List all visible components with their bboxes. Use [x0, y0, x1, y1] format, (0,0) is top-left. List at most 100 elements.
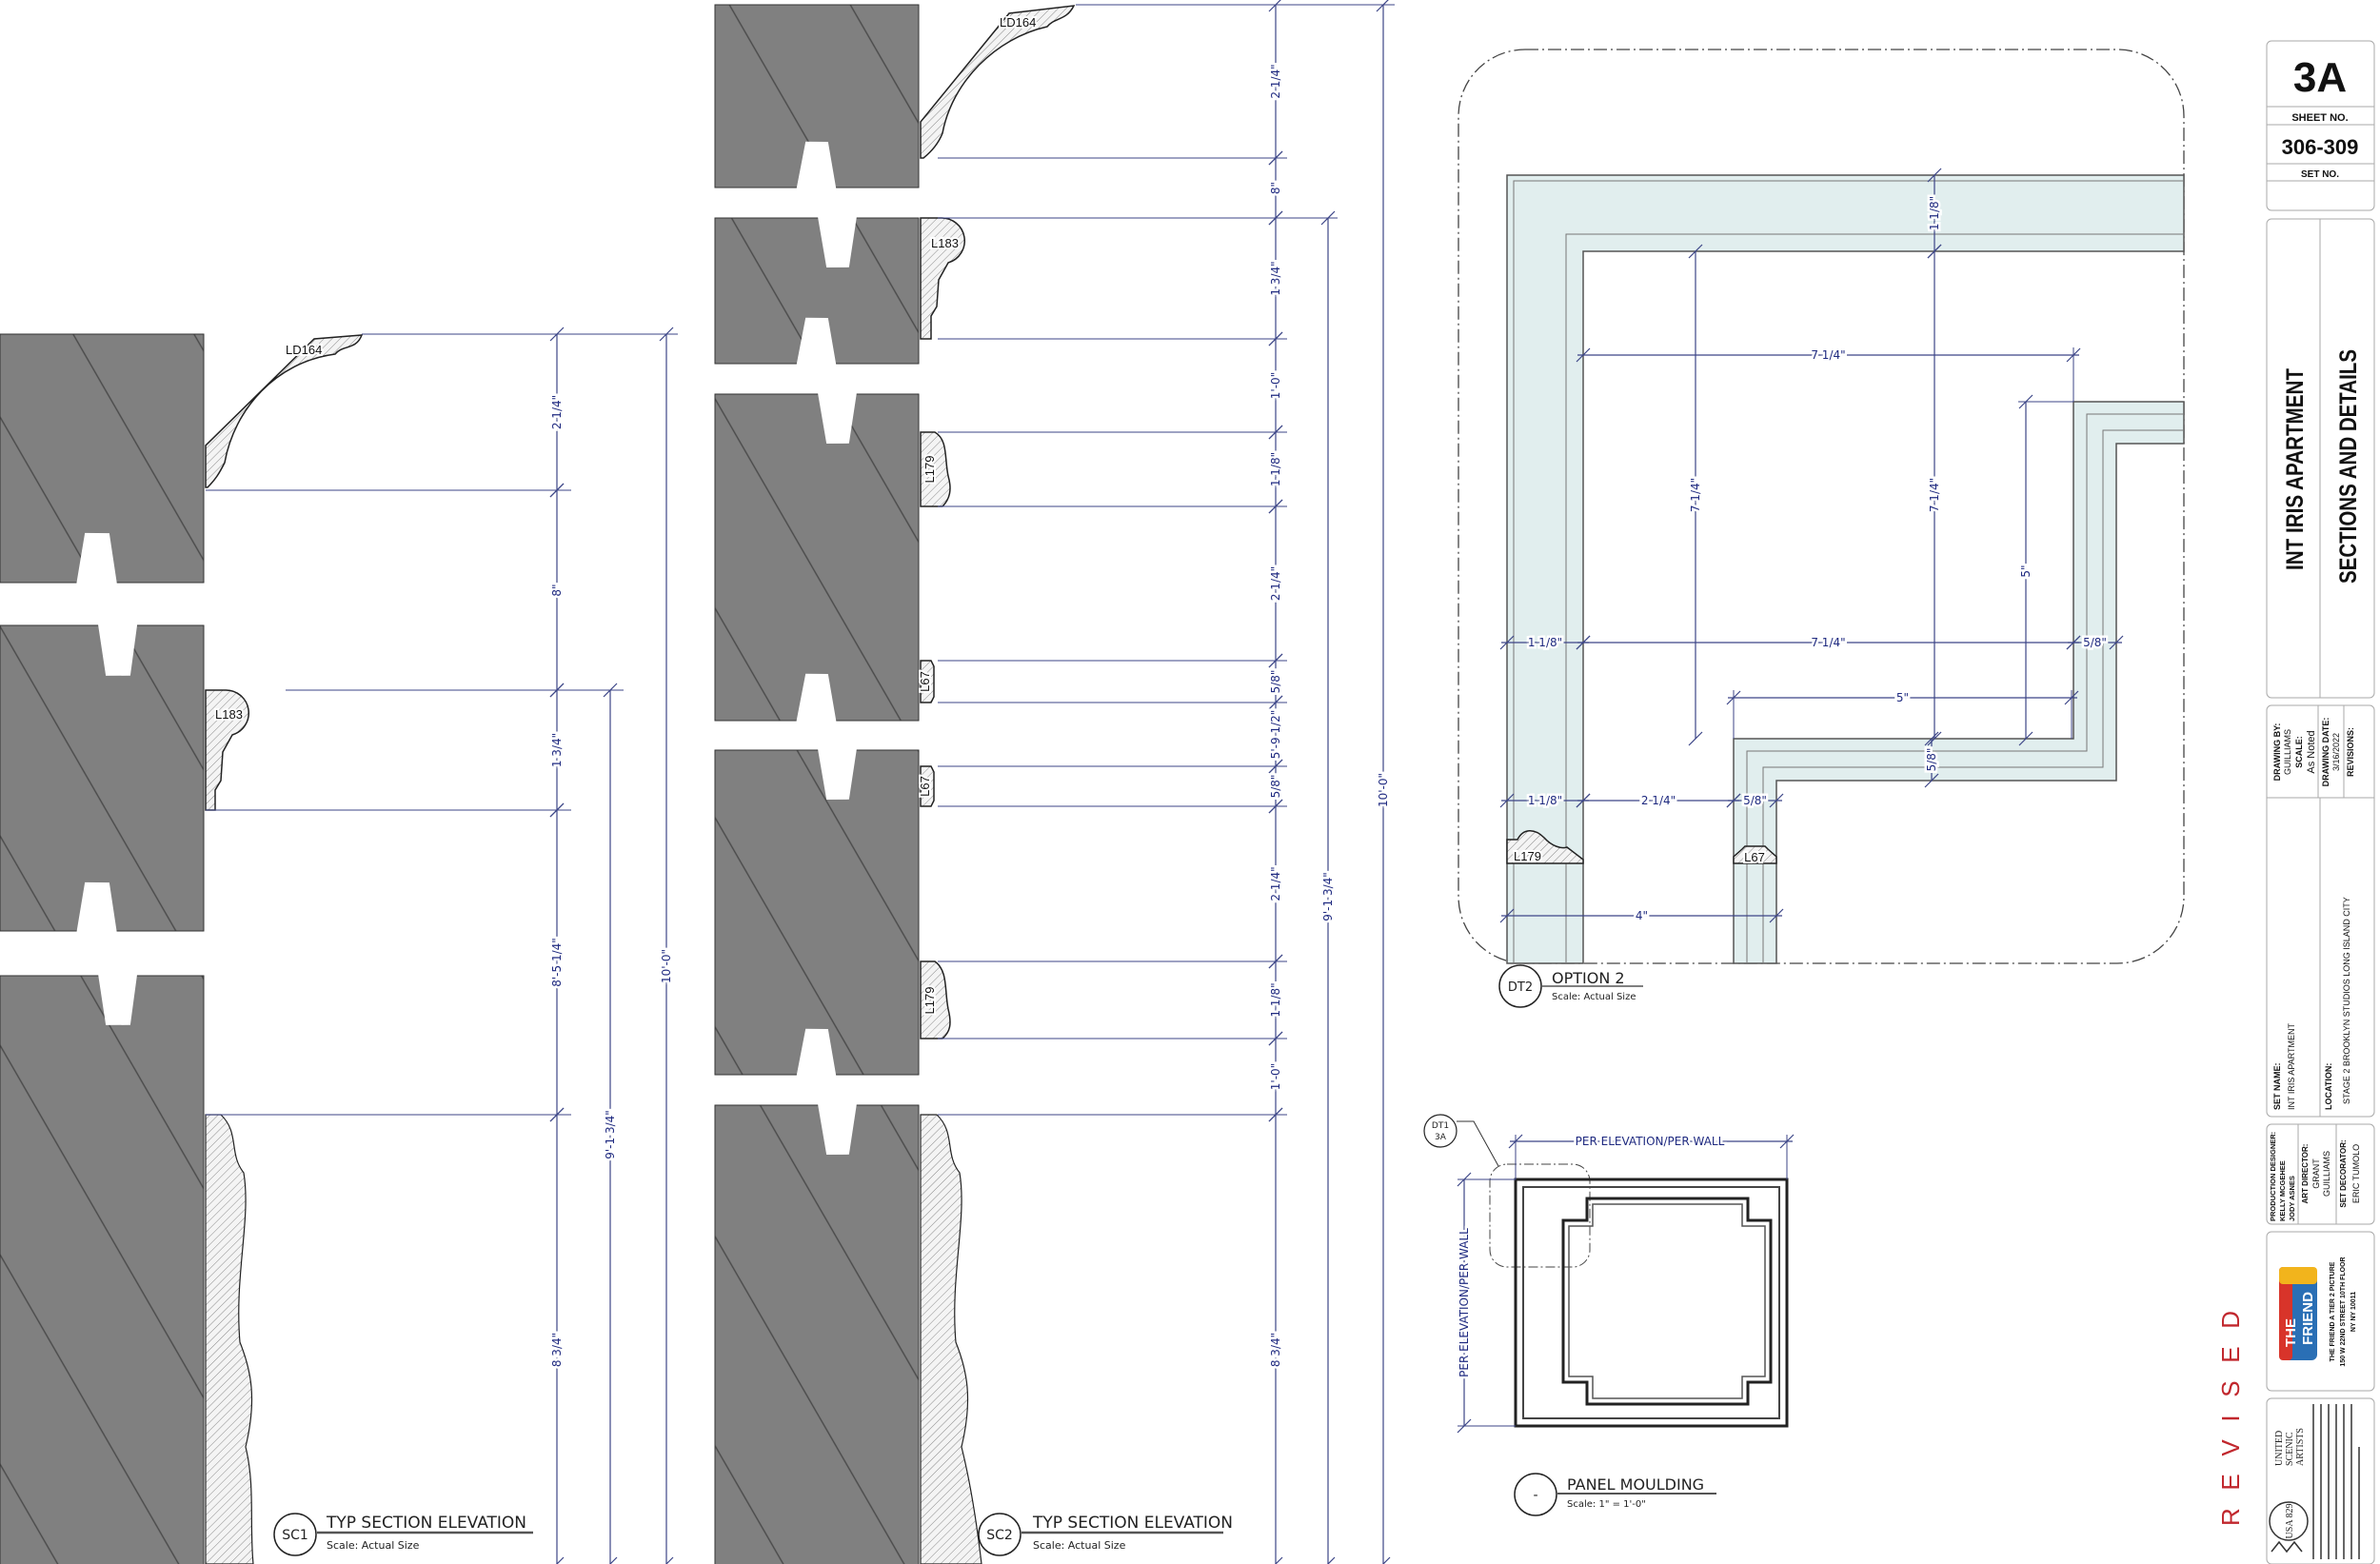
set-decorator-label: SET DECORATOR:: [2339, 1139, 2348, 1207]
moulding-label: L179: [1514, 849, 1541, 863]
dimension-tick: [1268, 1107, 1283, 1122]
sheet-number-box: [2266, 40, 2375, 211]
production-designer: KELLY MCGEHEE: [2278, 1160, 2287, 1221]
dimension-tick: [2066, 347, 2081, 363]
detail-bubble-label: SC1: [282, 1528, 308, 1543]
dimension-tick: [1924, 773, 1939, 788]
break-line: [715, 1028, 919, 1156]
scale-value: As Noted: [2306, 730, 2317, 773]
dimension-label: 9'-1 3/4": [604, 1110, 617, 1159]
inner-moulding-band: [1733, 401, 2185, 964]
scale-label: SCALE:: [2294, 736, 2304, 768]
moulding-label: L67: [918, 671, 932, 692]
dimension-label: 9'-1 3/4": [1321, 872, 1335, 921]
moulding-label: L67: [1744, 850, 1765, 864]
logo-text: THE: [2283, 1318, 2299, 1347]
dimension-tick: [2064, 690, 2079, 705]
set-name-label: SET NAME:: [2272, 1062, 2282, 1110]
the-friend-logo: THE FRIEND: [2279, 1267, 2317, 1360]
detail-title: PANEL MOULDING: [1567, 1475, 1704, 1494]
moulding-label: L67: [918, 776, 932, 797]
panel-outer: [1514, 1178, 1789, 1428]
wall-block: [0, 975, 205, 1564]
moulding-l179: [920, 431, 951, 507]
dimension-tick: [1268, 425, 1283, 440]
sheet-number-label: SHEET NO.: [2291, 112, 2348, 124]
dimension-label: 5/8": [1269, 670, 1282, 694]
dimension-label: 7 1/4": [1928, 478, 1941, 512]
dimension-label: 1 3/4": [550, 733, 564, 767]
moulding-label: L179: [922, 456, 937, 484]
art-director: GUILLIAMS: [2322, 1151, 2331, 1197]
drawing-by: GUILLIAMS: [2283, 729, 2292, 775]
callout-leader: [1457, 1120, 1499, 1167]
wall-block: [714, 749, 920, 1076]
moulding-l179: [920, 960, 951, 1039]
profile-l67: [1733, 845, 1777, 864]
dimension-label: 5'-9 1/2": [1269, 710, 1282, 760]
dimension-tick: [1499, 635, 1515, 650]
dimension-tick: [1927, 731, 1942, 746]
profile-line: [1746, 413, 2184, 963]
dimension-tick: [1769, 908, 1784, 923]
dimension-label: 2 1/4": [1269, 866, 1282, 901]
dimension-tick: [1726, 690, 1741, 705]
detail-bubble-label: SC2: [986, 1528, 1013, 1543]
dimension-label: 1 3/4": [1269, 261, 1282, 295]
dimension-tick: [549, 683, 565, 698]
union-name-line: ARTISTS: [2295, 1428, 2306, 1466]
dimension-tick: [1779, 1134, 1795, 1149]
detail-boundary: [1458, 49, 2185, 964]
break-line: [715, 673, 919, 801]
union-fine-print: [2312, 1404, 2360, 1559]
base-moulding: [920, 1114, 982, 1564]
set-decorator: ERIC TUMOLO: [2351, 1144, 2361, 1203]
wall-block: [0, 624, 205, 932]
dimension-tick: [609, 1556, 618, 1564]
sheet-title: SECTIONS AND DETAILS: [2335, 349, 2362, 584]
section-sc1: LD164 L183 2 1/4"8"1 3/4"8'-5 1/4"8 3/4"…: [0, 327, 678, 1564]
dimension-tick: [1576, 793, 1591, 808]
dimension-tick: [2018, 394, 2033, 409]
dimension-tick: [1924, 731, 1939, 746]
dimension-tick: [1927, 168, 1942, 183]
dimension-tick: [1376, 0, 1389, 12]
art-director-label: ART DIRECTOR:: [2301, 1144, 2310, 1204]
wall-block: [714, 1104, 920, 1564]
production-designer: JODY ASNES: [2288, 1176, 2296, 1221]
dimension-label: 7 1/4": [1689, 478, 1702, 512]
dimension-tick: [1457, 1172, 1472, 1187]
dimension-tick: [1268, 150, 1283, 166]
sheet-number: 3A: [2293, 54, 2347, 101]
union-seal: USA 829: [2269, 1501, 2309, 1554]
production-company: THE FRIEND A TIER 2 PICTURE: [2330, 1261, 2336, 1361]
dimension-label: 7 1/4": [1811, 348, 1845, 362]
detail-scale: Scale: 1" = 1'-0": [1567, 1499, 1646, 1510]
dimension-tick: [549, 483, 565, 498]
dimension-label: 1 1/8": [1528, 636, 1562, 649]
dimension-label: 2 1/4": [550, 395, 564, 429]
panel-inner-moulding: [1561, 1197, 1773, 1406]
profile-line: [1513, 180, 2184, 963]
callout-area: [1489, 1163, 1591, 1268]
dimension-label: 5/8": [1269, 775, 1282, 799]
dimension-tick: [549, 327, 565, 342]
dimension-tick: [549, 802, 565, 818]
union-name-line: UNITED: [2274, 1431, 2285, 1466]
revised-stamp: REVISED: [2216, 1311, 2245, 1526]
dimension-label: 5/8": [1743, 794, 1767, 807]
callout-bubble: [1423, 1114, 1458, 1148]
moulding-label: LD164: [286, 343, 322, 357]
dimension-tick: [1268, 695, 1283, 710]
dimension-label: 10'-0": [1377, 773, 1390, 807]
dimension-label: PER ELEVATION/PER WALL: [1458, 1228, 1471, 1377]
detail-bubble: [1514, 1473, 1557, 1516]
base-moulding: [205, 1114, 254, 1564]
profile-l179: [1506, 830, 1584, 864]
callout-sheet: 3A: [1435, 1133, 1447, 1142]
break-line: [715, 141, 919, 268]
union-name-line: SCENIC: [2285, 1432, 2295, 1466]
dimension-tick: [2018, 731, 2033, 746]
